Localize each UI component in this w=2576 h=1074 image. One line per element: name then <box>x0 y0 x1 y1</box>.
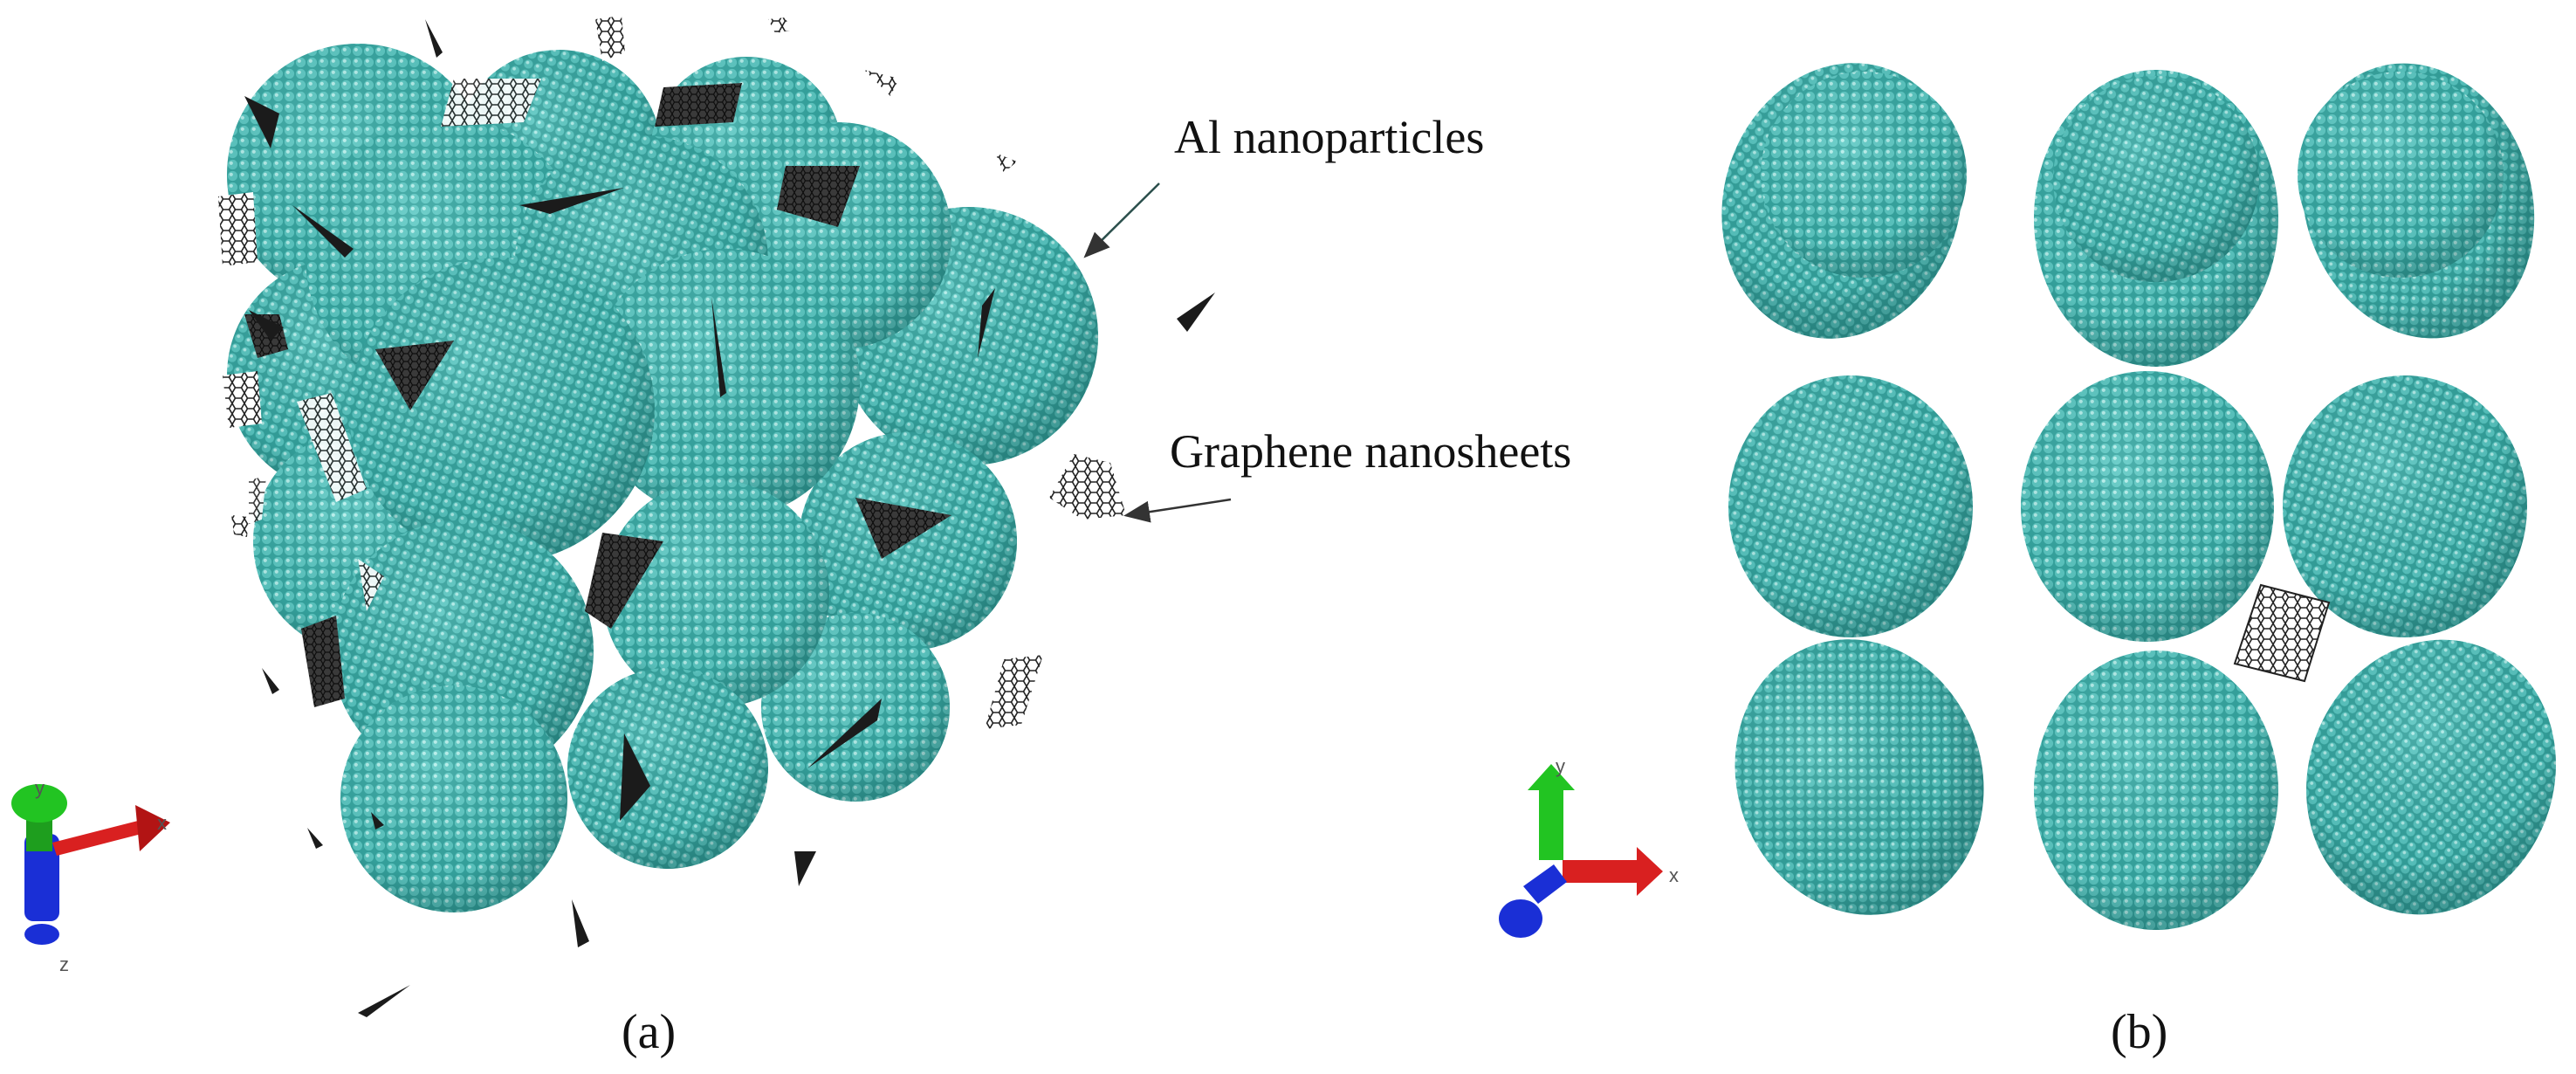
axis-triad-b: x y <box>1499 755 1679 938</box>
graphene-nanosheet <box>297 393 367 502</box>
graphene-nanosheet <box>358 559 384 611</box>
graphene-nanosheet <box>244 96 279 148</box>
axis-label-x: x <box>157 812 167 834</box>
graphene-nanosheet <box>249 476 266 524</box>
graphene-nanosheet <box>1177 293 1215 332</box>
graphene-nanosheet <box>292 205 354 258</box>
graphene-nanosheet <box>218 192 258 266</box>
graphene-nanosheets-label: Graphene nanosheets <box>1170 425 1571 478</box>
graphene-nanosheet <box>777 166 860 227</box>
graphene-nanosheet <box>358 985 410 1017</box>
graphene-nanosheet <box>585 533 663 629</box>
graphene-nanosheets-group <box>244 79 995 830</box>
axis-label-y: y <box>1556 755 1565 777</box>
al-nanoparticle-array <box>1721 63 2556 930</box>
axis-label-y: y <box>35 777 45 799</box>
graphene-nanosheet <box>249 310 284 341</box>
axis-label-x: x <box>1669 864 1679 886</box>
graphene-nanosheet <box>371 812 384 830</box>
panel-b: x y (b) <box>1499 63 2556 1059</box>
graphene-nanosheet <box>375 341 454 410</box>
graphene-nanosheet <box>620 733 650 821</box>
graphene-nanosheet <box>768 17 790 33</box>
caption-a: (a) <box>622 1005 676 1059</box>
graphene-nanosheet <box>855 498 951 559</box>
graphene-nanosheet <box>519 188 624 214</box>
graphene-nanosheet <box>595 16 625 61</box>
graphene-nanosheet <box>223 371 262 428</box>
panel-a: Al nanoparticles Graphene nanosheets x y… <box>11 16 1571 1059</box>
graphene-nanosheet <box>441 79 541 127</box>
graphene-nanosheet <box>985 655 1043 729</box>
al-nanoparticles-label: Al nanoparticles <box>1174 111 1484 163</box>
graphene-nanosheet <box>301 616 345 707</box>
axis-label-z: z <box>59 954 69 975</box>
graphene-nanosheet <box>978 288 995 358</box>
graphene-nanosheets-pointer <box>1123 498 1232 523</box>
floating-graphene-fragments <box>218 16 1215 1017</box>
graphene-nanosheet <box>794 851 816 886</box>
graphene-nanosheet <box>1049 454 1126 520</box>
graphene-nanosheet <box>572 899 589 947</box>
al-nanoparticle-cluster <box>227 44 1098 912</box>
al-nanoparticles-pointer <box>1083 182 1160 258</box>
graphene-nanosheet <box>425 19 443 58</box>
graphene-nanosheet <box>807 699 882 768</box>
graphene-nanosheet <box>655 83 742 127</box>
graphene-nanosheet <box>2233 583 2331 683</box>
graphene-nanosheet <box>864 70 899 96</box>
graphene-nanosheet <box>307 828 323 849</box>
axis-triad-a: x y z <box>11 777 170 975</box>
caption-b: (b) <box>2111 1005 2167 1059</box>
graphene-nanosheet <box>995 153 1017 173</box>
graphene-nanosheet <box>231 515 249 537</box>
graphene-nanosheet <box>262 668 279 694</box>
graphene-nanosheet <box>711 297 726 397</box>
